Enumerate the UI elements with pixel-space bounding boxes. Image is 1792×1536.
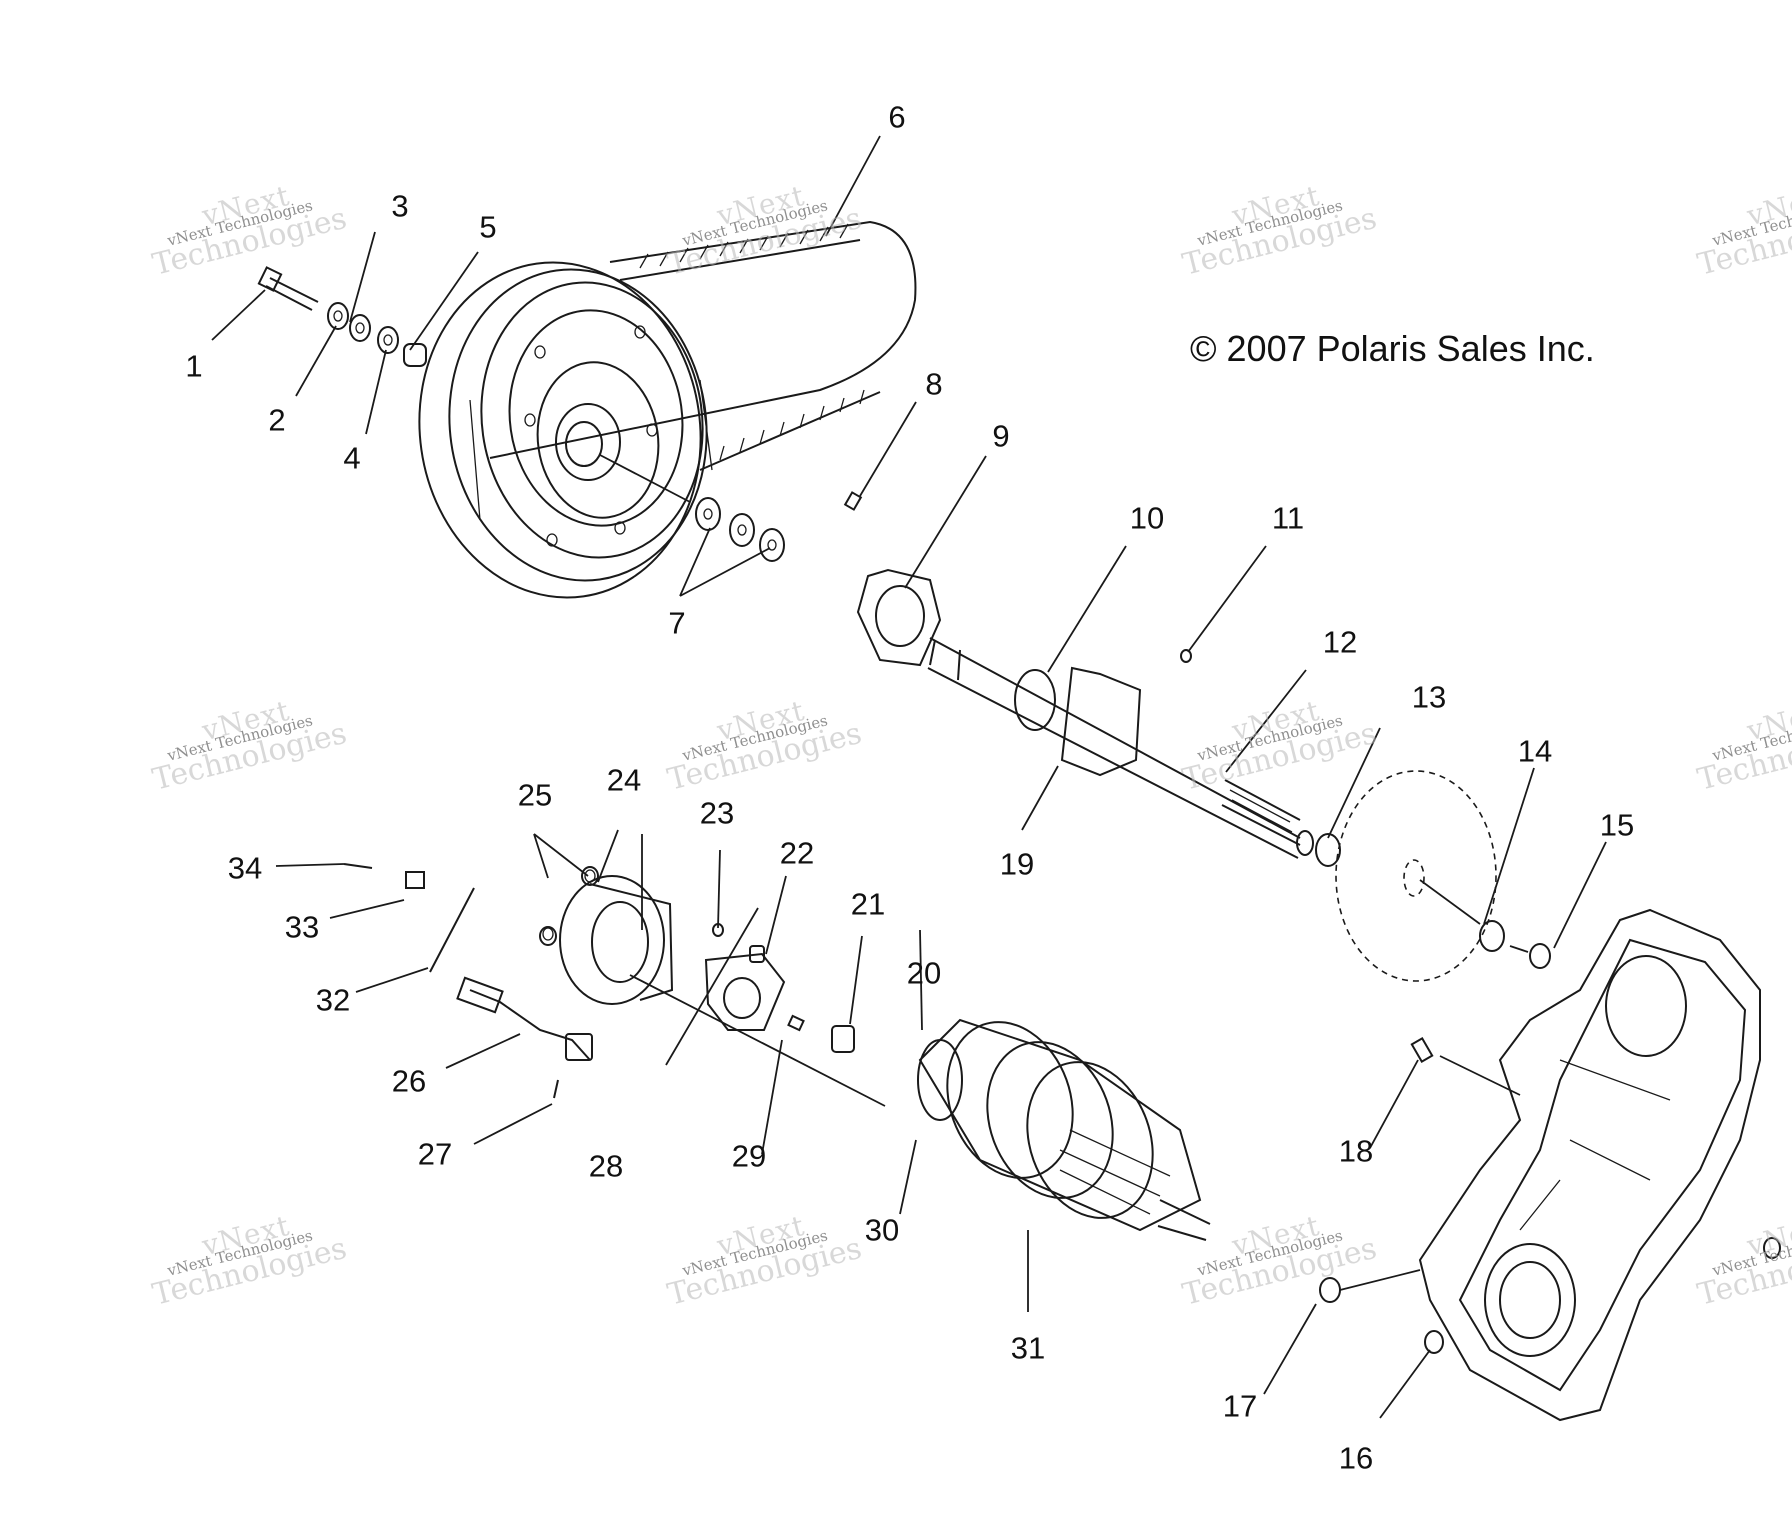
callout-33: 33 [284,909,320,945]
callout-28: 28 [588,1148,624,1184]
callout-27: 27 [417,1136,453,1172]
callout-17: 17 [1222,1388,1258,1424]
leader-lines [211,135,1607,1419]
callout-8: 8 [925,366,943,402]
callout-9: 9 [992,418,1010,454]
callout-1: 1 [185,348,203,384]
callout-31: 31 [1010,1330,1046,1366]
callout-26: 26 [391,1063,427,1099]
callout-13: 13 [1411,679,1447,715]
callout-14: 14 [1517,733,1553,769]
callout-22: 22 [779,835,815,871]
brake-disc-assembly [1335,770,1551,982]
callout-25: 25 [517,777,553,813]
callout-23: 23 [699,795,735,831]
callout-18: 18 [1338,1133,1374,1169]
callout-11: 11 [1271,500,1305,536]
callout-7: 7 [668,605,686,641]
callout-16: 16 [1338,1440,1374,1476]
jackshaft-assembly [843,491,1341,867]
callout-30: 30 [864,1212,900,1248]
callout-10: 10 [1129,500,1165,536]
bearing-housing-assembly [539,866,886,1107]
speed-sensor-and-harness [343,863,593,1099]
callout-32: 32 [315,982,351,1018]
copyright-notice: © 2007 Polaris Sales Inc. [1190,328,1595,369]
callout-24: 24 [606,762,642,798]
chaincase-cover [1319,908,1781,1422]
callout-12: 12 [1322,624,1358,660]
callout-21: 21 [850,886,886,922]
drive-clutch-assembly [418,220,917,599]
clutch-bolt-and-washers [257,266,785,562]
callout-15: 15 [1599,807,1635,843]
callout-20: 20 [906,955,942,991]
callout-2: 2 [268,402,286,438]
drive-shaft-sprockets [917,1018,1211,1241]
callout-5: 5 [479,209,497,245]
callout-34: 34 [227,850,263,886]
callout-6: 6 [888,99,906,135]
callout-19: 19 [999,846,1035,882]
callout-4: 4 [343,440,361,476]
callout-29: 29 [731,1138,767,1174]
callout-3: 3 [391,188,409,224]
